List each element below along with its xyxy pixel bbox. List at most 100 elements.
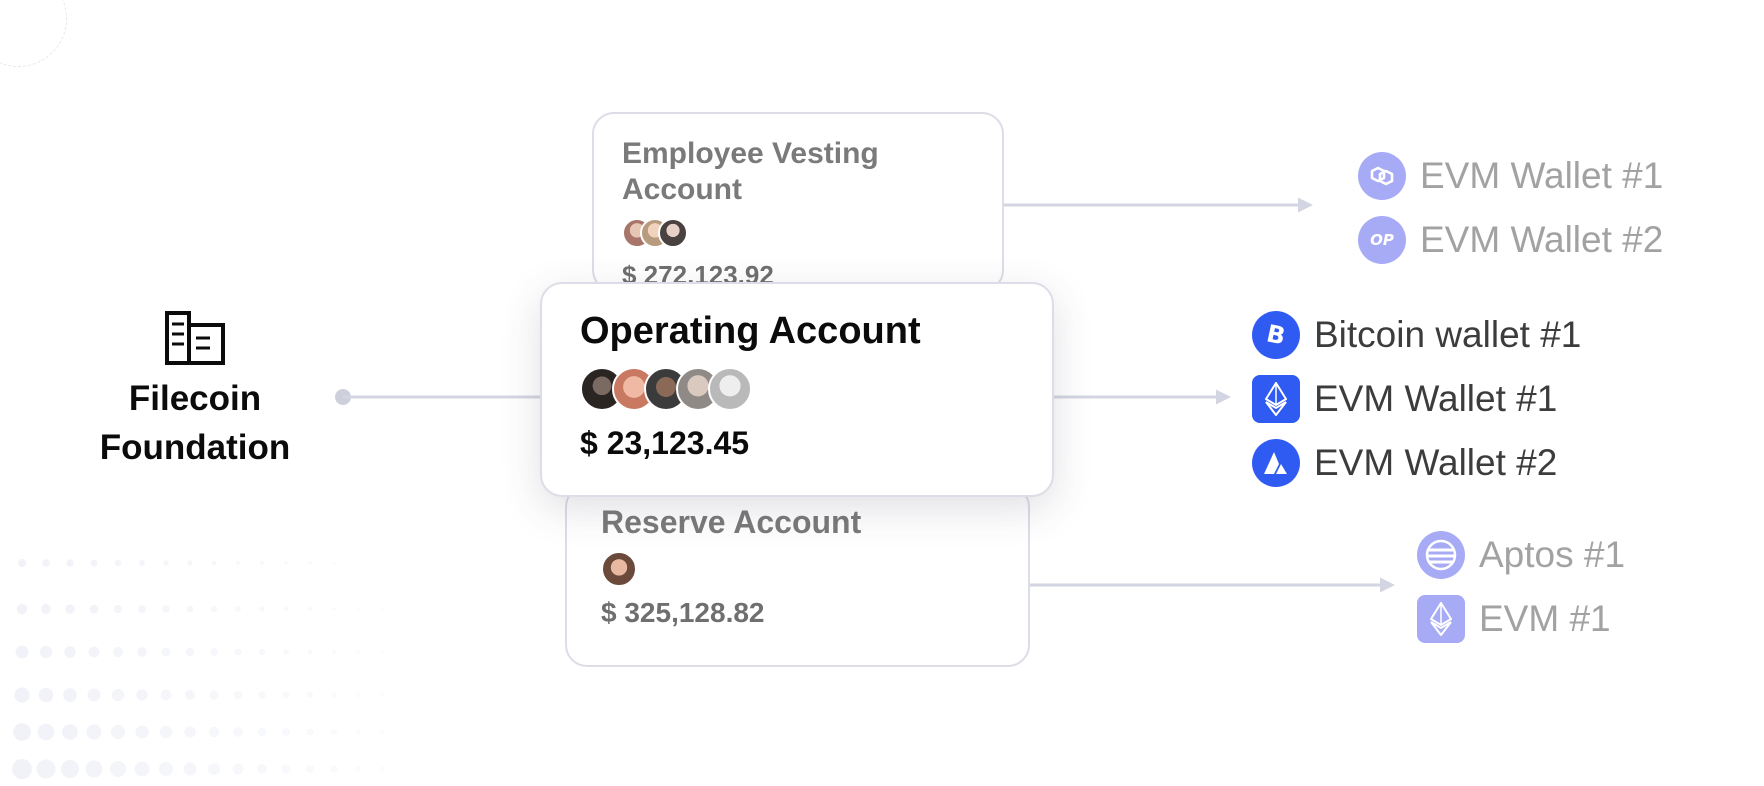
pattern-dot [64, 646, 76, 658]
avatar [658, 218, 688, 248]
pattern-dot [258, 691, 266, 699]
pattern-dot [86, 724, 102, 740]
wallet-label: EVM Wallet #1 [1314, 378, 1558, 419]
pattern-dot [332, 561, 336, 565]
pattern-dot [134, 761, 150, 777]
wallet-label: Bitcoin wallet #1 [1314, 314, 1582, 355]
wallet-label: EVM Wallet #2 [1420, 219, 1664, 260]
wallet-item[interactable]: EVM #1 [1417, 587, 1625, 651]
pattern-dot [355, 766, 361, 772]
member-avatars [622, 218, 974, 248]
pattern-dot [380, 561, 384, 565]
pattern-dot [65, 604, 75, 614]
employee-vesting-wallets: EVM Wallet #1 OP EVM Wallet #2 [1358, 144, 1663, 272]
reserve-account-card[interactable]: Reserve Account $ 325,128.82 [565, 485, 1030, 667]
pattern-dot [15, 645, 29, 659]
pattern-dot [185, 690, 195, 700]
account-title: Reserve Account [601, 504, 862, 540]
pattern-dot [281, 764, 291, 774]
pattern-dot [66, 559, 74, 567]
pattern-dot [163, 560, 169, 566]
pattern-dot [282, 691, 290, 699]
pattern-dot [112, 646, 124, 658]
pattern-dot [211, 560, 217, 566]
pattern-dot [87, 688, 101, 702]
reserve-wallets: Aptos #1 EVM #1 [1417, 523, 1625, 651]
pattern-dot [380, 693, 384, 697]
pattern-dot [306, 691, 314, 699]
pattern-dot [233, 690, 243, 700]
pattern-dot [85, 760, 103, 778]
operating-account-card[interactable]: Operating Account $ 23,123.45 [540, 282, 1054, 497]
pattern-dot [12, 759, 32, 779]
pattern-dot [332, 607, 336, 611]
pattern-dot [260, 561, 264, 565]
wallet-item[interactable]: EVM Wallet #2 [1252, 431, 1581, 495]
pattern-dot [235, 606, 241, 612]
pattern-dot [159, 762, 173, 776]
pattern-dot [90, 559, 98, 567]
pattern-dot [186, 605, 194, 613]
wallet-item[interactable]: Aptos #1 [1417, 523, 1625, 587]
pattern-dot [307, 606, 313, 612]
pattern-dot [258, 648, 266, 656]
pattern-dot [355, 692, 361, 698]
optimism-icon: OP [1358, 216, 1406, 264]
wallet-item[interactable]: EVM Wallet #1 [1358, 144, 1663, 208]
pattern-dot [88, 646, 100, 658]
pattern-dot [183, 762, 197, 776]
bitcoin-icon: B [1252, 311, 1300, 359]
account-title: Employee Vesting Account [622, 137, 879, 206]
pattern-dot [114, 559, 122, 567]
polygon-icon [1358, 152, 1406, 200]
pattern-dot [37, 723, 55, 741]
pattern-dot [208, 726, 220, 738]
pattern-dot [356, 650, 360, 654]
pattern-dot [234, 648, 242, 656]
pattern-dot [42, 559, 50, 567]
pattern-dot [283, 649, 289, 655]
pattern-dot [111, 688, 125, 702]
pattern-dot [41, 604, 51, 614]
pattern-dot [14, 687, 30, 703]
wallet-label: EVM Wallet #2 [1314, 442, 1558, 483]
pattern-dot [16, 603, 28, 615]
pattern-dot [233, 727, 243, 737]
pattern-dot [185, 647, 195, 657]
pattern-dot [139, 560, 145, 566]
wallet-item[interactable]: OP EVM Wallet #2 [1358, 208, 1663, 272]
wallet-item[interactable]: EVM Wallet #1 [1252, 367, 1581, 431]
employee-vesting-account-card[interactable]: Employee Vesting Account $ 272,123.92 [592, 112, 1004, 292]
pattern-dot [331, 649, 337, 655]
pattern-dot [356, 561, 360, 565]
ethereum-icon [1252, 375, 1300, 423]
pattern-dot [160, 689, 172, 701]
pattern-dot [187, 560, 193, 566]
pattern-dot [110, 761, 126, 777]
ethereum-icon [1417, 595, 1465, 643]
dot-pattern [12, 559, 385, 779]
pattern-dot [13, 723, 31, 741]
organization-name-line2: Foundation [99, 428, 291, 467]
pattern-dot [257, 727, 267, 737]
pattern-dot [39, 645, 53, 659]
pattern-dot [235, 560, 241, 566]
account-title: Operating Account [580, 310, 921, 352]
pattern-dot [283, 606, 289, 612]
pattern-dot [308, 561, 312, 565]
svg-text:OP: OP [1370, 231, 1394, 249]
wallet-label: Aptos #1 [1479, 534, 1626, 575]
pattern-dot [184, 726, 196, 738]
aptos-icon [1417, 531, 1465, 579]
pattern-dot [379, 766, 385, 772]
account-balance: $ 325,128.82 [601, 597, 765, 628]
pattern-dot [284, 561, 288, 565]
avalanche-icon [1252, 439, 1300, 487]
pattern-dot [136, 689, 148, 701]
pattern-dot [135, 725, 149, 739]
pattern-dot [355, 729, 361, 735]
svg-text:B: B [1264, 321, 1288, 349]
pattern-dot [89, 604, 99, 614]
member-avatars [580, 367, 1014, 411]
wallet-item[interactable]: B Bitcoin wallet #1 [1252, 303, 1581, 367]
